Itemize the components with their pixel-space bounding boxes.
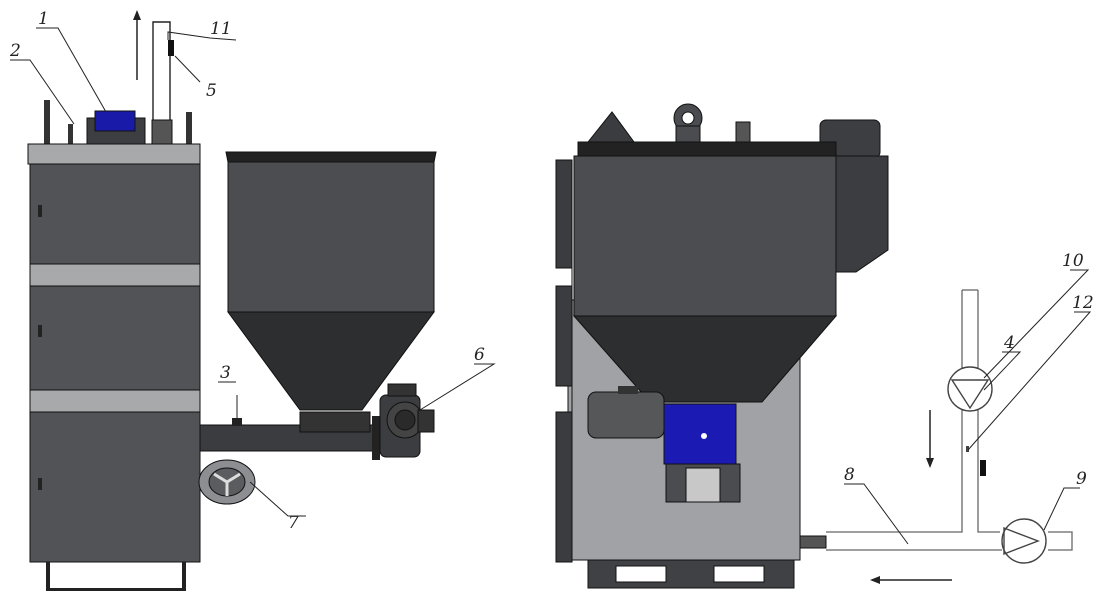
callout-1: 1 — [38, 9, 49, 29]
side-vent-cone — [586, 111, 635, 143]
leader-lines — [10, 27, 1092, 545]
side-door-3 — [555, 411, 573, 563]
callout-3: 3 — [220, 363, 231, 383]
callout-8: 8 — [844, 465, 855, 485]
door-handle-3 — [38, 478, 42, 490]
side-hopper-cone — [572, 315, 838, 403]
sensor-pipe — [152, 21, 171, 140]
piping — [826, 289, 1073, 551]
hopper-body — [227, 161, 435, 313]
sensor-5 — [168, 40, 174, 56]
sensor-4 — [980, 460, 986, 476]
hopper-lid — [225, 151, 437, 163]
top-blue-nozzle — [94, 110, 136, 132]
callout-11: 11 — [210, 19, 232, 39]
boiler-trim-2 — [29, 389, 201, 413]
flue-box — [835, 155, 889, 273]
callout-10: 10 — [1062, 251, 1084, 271]
outlet-nozzle — [799, 535, 827, 549]
side-door-1 — [555, 159, 573, 269]
side-view — [555, 103, 1073, 589]
callout-12: 12 — [1072, 293, 1094, 313]
callout-6: 6 — [474, 345, 485, 365]
burner-tube — [685, 467, 721, 503]
callout-7: 7 — [288, 513, 299, 533]
gearbox-bolt — [701, 433, 707, 439]
sensor-3 — [232, 418, 242, 426]
pump-9 — [1001, 518, 1047, 564]
boiler-section-2 — [29, 285, 201, 391]
side-gearbox-blue — [663, 403, 737, 465]
side-motor-end — [618, 386, 638, 394]
lifting-eye — [673, 103, 703, 145]
fan-7 — [198, 459, 256, 505]
top-stud-left — [44, 100, 50, 144]
auger-motor-6 — [379, 383, 435, 458]
hopper-cone — [227, 311, 435, 411]
boiler-section-1 — [29, 163, 201, 265]
auger-flange — [372, 416, 380, 460]
auger-inlet — [299, 411, 371, 433]
pump-10 — [947, 366, 993, 412]
boiler-legs — [46, 562, 186, 591]
boiler-trim-1 — [29, 263, 201, 287]
flue-arrow-head — [133, 10, 141, 20]
front-view — [27, 10, 437, 591]
top-pipe-stub — [151, 119, 173, 145]
side-motor — [587, 391, 665, 439]
callout-5: 5 — [206, 81, 217, 101]
top-stud-right — [186, 112, 192, 144]
boiler-section-3 — [29, 411, 201, 563]
sensor-12 — [966, 446, 969, 452]
callout-4: 4 — [1003, 333, 1015, 353]
callout-2: 2 — [9, 41, 21, 61]
door-handle-1 — [38, 205, 42, 217]
side-door-2 — [555, 285, 573, 387]
side-hopper-body — [573, 155, 837, 317]
boiler-top-plate — [27, 143, 201, 165]
top-stud-small — [68, 124, 73, 144]
callout-9: 9 — [1076, 469, 1087, 489]
door-handle-2 — [38, 325, 42, 337]
